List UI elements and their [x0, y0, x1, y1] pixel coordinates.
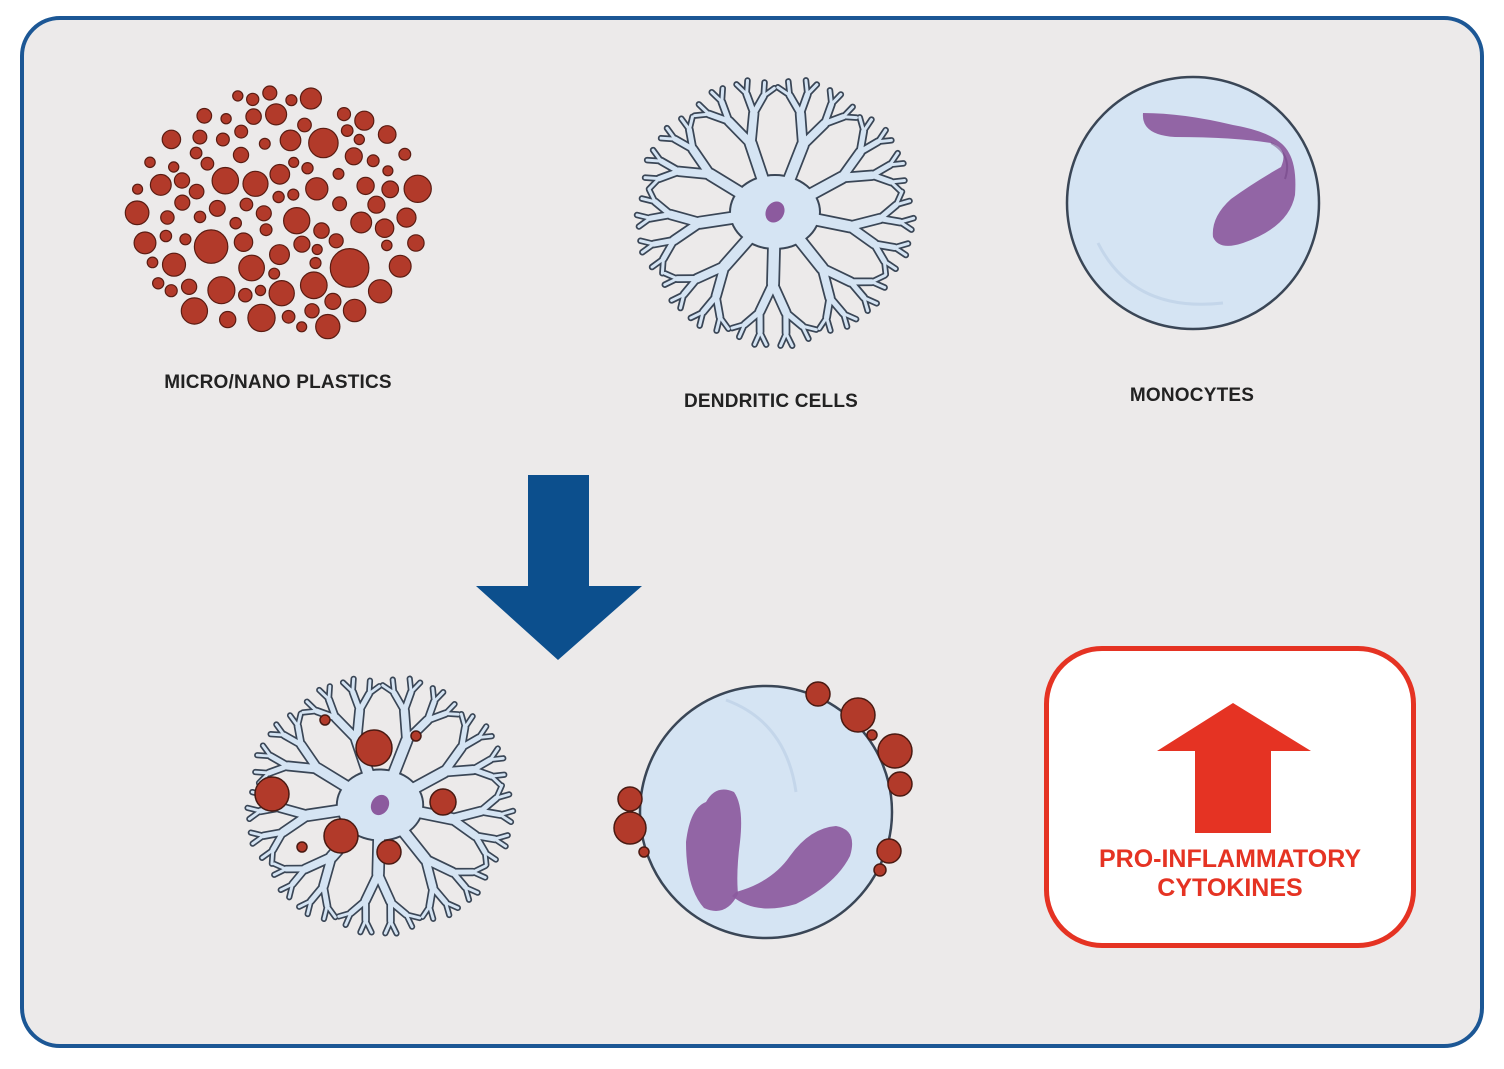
plastics-label: MICRO/NANO PLASTICS	[164, 372, 392, 393]
cytokines-label-line1: PRO-INFLAMMATORY	[1098, 845, 1361, 873]
dendritic-cells-label: DENDRITIC CELLS	[684, 391, 858, 412]
up-arrow-icon	[1157, 703, 1311, 833]
cytokines-box: PRO-INFLAMMATORY CYTOKINES	[1044, 646, 1416, 948]
cytokines-label: PRO-INFLAMMATORY CYTOKINES	[1049, 845, 1411, 903]
cytokines-label-line2: CYTOKINES	[1157, 874, 1303, 902]
monocytes-label: MONOCYTES	[1129, 385, 1255, 406]
